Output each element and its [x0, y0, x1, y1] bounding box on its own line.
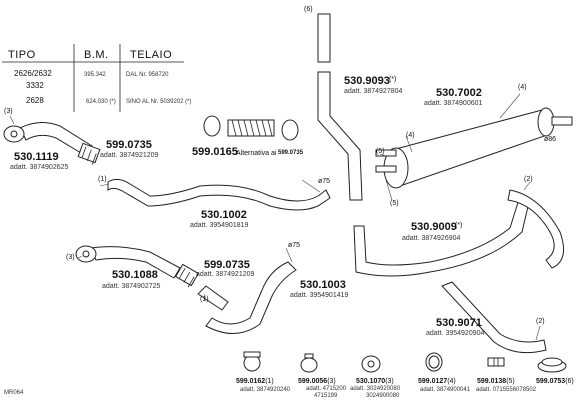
accessory-code[interactable]: 599.0753(6)	[536, 378, 574, 385]
part-530-9071[interactable]	[441, 281, 547, 354]
accessory-code-599-0127[interactable]: 599.0127	[418, 378, 448, 385]
part-599-0735-bottom[interactable]	[175, 263, 199, 288]
adatt-530-1002: adatt. 3954901819	[190, 222, 249, 229]
accessory-code[interactable]: 599.0138(5)	[477, 378, 515, 385]
qty5-530-7002-b: (5)	[390, 200, 399, 207]
qty-530-9093: (6)	[304, 6, 313, 13]
part-530-1003[interactable]	[197, 261, 297, 334]
accessory-qty: (3)	[327, 378, 336, 385]
accessory-adatt: adatt. 3874900041	[420, 387, 471, 393]
adatt-530-9071: adatt. 3954920904	[426, 330, 485, 337]
code-530-9009[interactable]: 530.9009	[411, 221, 457, 233]
part-530-9093[interactable]	[317, 13, 363, 201]
clamp-icon	[243, 351, 261, 372]
code-530-1088[interactable]: 530.1088	[112, 269, 158, 281]
adatt-599-0735-top: adatt. 3874921209	[100, 152, 159, 159]
star-530-9009: (*)	[455, 222, 463, 229]
code-530-9071[interactable]: 530.9071	[436, 317, 482, 329]
accessory-code[interactable]: 599.0127(4)	[418, 378, 456, 385]
qty5-530-7002-a: (5)	[376, 148, 385, 155]
accessory-code[interactable]: 599.0056(3)	[298, 378, 336, 385]
accessory-qty: (5)	[506, 378, 515, 385]
table-header-tipo: TIPO	[8, 49, 36, 61]
accessory-code[interactable]: 530.1070(3)	[356, 378, 394, 385]
accessory-code[interactable]: 599.0162(1)	[236, 378, 274, 385]
accessory-adatt: adatt. 3024920080	[350, 386, 401, 392]
diam-530-7002: ø86	[544, 136, 557, 143]
part-530-1002[interactable]	[107, 178, 331, 211]
code-530-1002[interactable]: 530.1002	[201, 209, 247, 221]
diam-530-1003: ø75	[288, 242, 301, 249]
table-header-telaio: TELAIO	[130, 49, 173, 61]
code-599-0165[interactable]: 599.0165	[192, 146, 238, 158]
adatt-530-1119: adatt. 3874902625	[10, 164, 69, 171]
accessory-adatt-2: 3024900080	[366, 393, 400, 399]
code-530-9093[interactable]: 530.9093	[344, 75, 390, 87]
accessory-adatt: adatt. 3874920240	[240, 387, 291, 393]
bolt-icon	[487, 357, 505, 367]
rain-cap-icon	[537, 357, 567, 373]
accessory-code-599-0162[interactable]: 599.0162	[236, 378, 266, 385]
accessory-adatt-2: 4715199	[314, 393, 338, 399]
accessory-qty: (6)	[565, 378, 574, 385]
qty4-530-7002-b: (4)	[406, 132, 415, 139]
table-row-3-telaio: SINO AL Nr. 5039202 (*)	[126, 99, 192, 105]
qty-599-0735-top: (1)	[98, 176, 107, 183]
star-530-9093: (*)	[389, 76, 397, 83]
part-530-1088[interactable]	[75, 245, 181, 279]
qty-530-1088: (3)	[66, 254, 75, 261]
table-row-1-tipo: 2626/2632	[14, 69, 52, 78]
code-530-1119[interactable]: 530.1119	[14, 151, 59, 163]
part-599-0735-top[interactable]	[77, 142, 101, 165]
accessory-qty: (1)	[265, 378, 274, 385]
qty-530-1119: (3)	[4, 108, 13, 115]
diagram-reference: MR064	[4, 390, 24, 396]
accessory-code-530-1070[interactable]: 530.1070	[356, 378, 386, 385]
table-row-3-tipo: 2628	[26, 96, 44, 105]
code-599-0735-bottom[interactable]: 599.0735	[204, 259, 250, 271]
code-599-0735-top[interactable]: 599.0735	[106, 139, 152, 151]
adatt-530-9009: adatt. 3874926904	[402, 235, 461, 242]
code-530-7002[interactable]: 530.7002	[436, 87, 482, 99]
alt-code-599-0165: 599.0735	[278, 150, 304, 156]
part-530-7002[interactable]	[375, 107, 573, 189]
alt-label-599-0165: Alternativa ai	[236, 150, 277, 157]
part-599-0165[interactable]	[203, 115, 299, 141]
accessory-adatt: adatt. 0715556078502	[476, 387, 537, 393]
qty4-530-7002-a: (4)	[518, 84, 527, 91]
qty-530-9071: (2)	[536, 318, 545, 325]
part-530-9009[interactable]	[353, 189, 565, 277]
table-row-1-telaio: DAL Nr. 958720	[126, 72, 169, 78]
gasket-icon	[361, 355, 381, 373]
accessory-adatt: adatt. 4715200	[306, 386, 347, 392]
accessory-code-599-0753[interactable]: 599.0753	[536, 378, 566, 385]
adatt-599-0735-bottom: adatt. 3874921209	[196, 271, 255, 278]
accessory-code-599-0056[interactable]: 599.0056	[298, 378, 328, 385]
qty-530-9009: (2)	[524, 176, 533, 183]
accessory-code-599-0138[interactable]: 599.0138	[477, 378, 507, 385]
qty-599-0735-bottom: (1)	[200, 296, 209, 303]
table-header-bm: B.M.	[84, 49, 109, 61]
table-row-1-bm: 395.342	[84, 72, 106, 78]
code-530-1003[interactable]: 530.1003	[300, 279, 346, 291]
table-row-2-tipo: 3332	[26, 81, 44, 90]
adatt-530-9093: adatt. 3874927804	[344, 88, 403, 95]
adatt-530-1088: adatt. 3874902725	[102, 283, 161, 290]
accessory-qty: (3)	[385, 378, 394, 385]
adatt-530-1003: adatt. 3954901419	[290, 292, 349, 299]
adatt-530-7002: adatt. 3874900601	[424, 100, 483, 107]
diam-530-1002: ø75	[318, 178, 331, 185]
table-row-3-bm: 624.030 (*)	[86, 99, 116, 105]
accessory-qty: (4)	[447, 378, 456, 385]
strap-icon	[425, 352, 443, 372]
band-clamp-icon	[300, 353, 318, 373]
